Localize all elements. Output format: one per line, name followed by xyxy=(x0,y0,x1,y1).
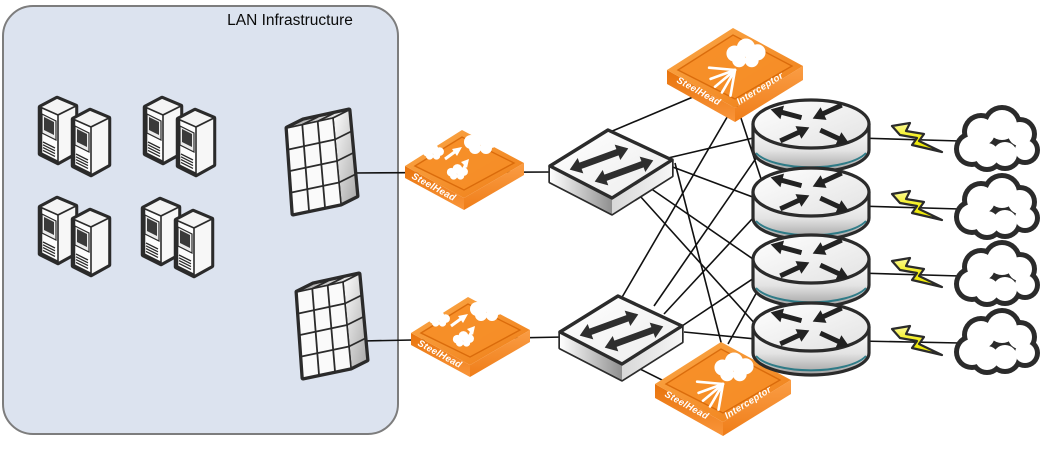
link-router2-cloud2 xyxy=(857,205,961,210)
link-router1-cloud1 xyxy=(857,137,961,142)
link-router3-cloud3 xyxy=(857,272,961,277)
lightning-bolt-4 xyxy=(890,324,944,357)
link-router4-cloud4 xyxy=(857,340,961,344)
lightning-bolt-1 xyxy=(890,121,944,154)
router-1 xyxy=(751,97,871,174)
lan-zone-title: LAN Infrastructure xyxy=(227,12,353,29)
lan-switch-1 xyxy=(548,128,674,216)
link-switch2-router1 xyxy=(653,137,771,307)
lan-switch-2 xyxy=(558,294,684,382)
wan-cloud-1 xyxy=(954,105,1040,172)
router-3 xyxy=(751,232,871,309)
server-chassis-2 xyxy=(297,274,367,378)
wan-cloud-3 xyxy=(954,240,1040,307)
lightning-bolt-2 xyxy=(890,189,944,222)
wan-cloud-4 xyxy=(954,308,1040,375)
wan-cloud-2 xyxy=(954,173,1040,240)
link-switch1-router2 xyxy=(669,165,767,203)
router-2 xyxy=(751,165,871,242)
router-4 xyxy=(751,300,871,377)
lightning-bolt-3 xyxy=(890,256,944,289)
link-interceptor1-switch2 xyxy=(620,106,734,300)
server-chassis-1 xyxy=(287,110,357,214)
steelhead-2: SteelHead xyxy=(411,296,530,377)
steelhead-1: SteelHead xyxy=(405,129,524,210)
link-switch2-router2 xyxy=(663,203,767,315)
link-interceptor1-switch1 xyxy=(609,93,701,133)
connection-lines xyxy=(351,93,961,385)
link-interceptor2-switch1 xyxy=(674,162,723,347)
